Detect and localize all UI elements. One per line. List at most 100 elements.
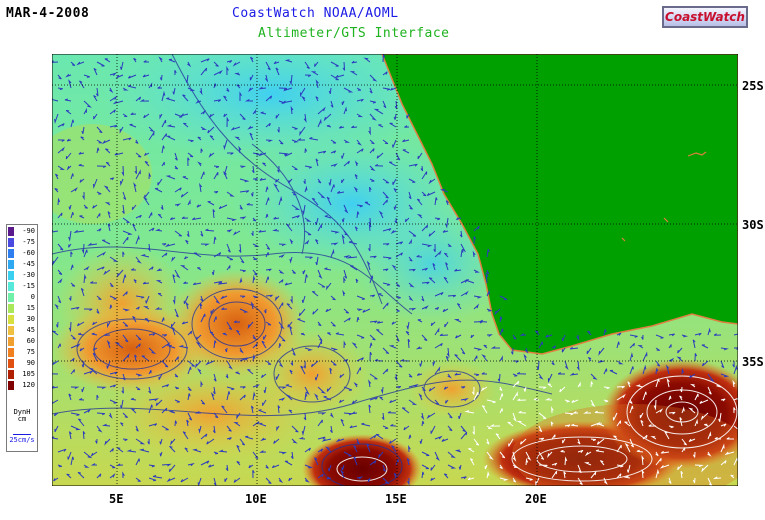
current-vector	[454, 372, 462, 376]
current-vector	[369, 139, 375, 145]
current-vector	[512, 381, 520, 388]
current-vector	[443, 386, 449, 390]
current-vector	[382, 54, 386, 63]
current-vector	[233, 320, 241, 323]
current-vector	[78, 418, 85, 427]
current-vector	[428, 178, 436, 185]
current-vector	[343, 386, 353, 391]
current-vector	[264, 308, 267, 314]
current-vector	[245, 435, 254, 440]
current-vector	[122, 204, 125, 214]
current-vector	[356, 308, 364, 312]
current-vector	[122, 87, 129, 91]
current-vector	[79, 178, 85, 183]
current-vector	[57, 123, 65, 128]
current-vector	[304, 148, 308, 154]
current-vector	[239, 308, 249, 313]
current-vector	[122, 251, 125, 258]
lon-label-20e: 20E	[525, 492, 547, 506]
current-vector	[52, 436, 59, 440]
current-vector	[304, 165, 312, 169]
current-vector	[134, 354, 137, 362]
current-vector	[720, 360, 725, 369]
current-vector	[629, 438, 635, 448]
current-vector	[187, 360, 195, 367]
current-vector	[732, 360, 735, 368]
current-vector	[315, 79, 319, 89]
current-vector	[343, 87, 354, 93]
current-vector	[273, 61, 280, 65]
current-vector	[590, 373, 598, 380]
current-vector	[101, 239, 111, 245]
current-vector	[129, 123, 137, 128]
current-vector	[247, 321, 254, 330]
current-vector	[289, 369, 293, 375]
current-vector	[395, 334, 400, 342]
current-vector	[181, 216, 189, 219]
current-vector	[590, 399, 596, 408]
current-vector	[315, 96, 319, 102]
current-vector	[135, 386, 141, 391]
current-vector	[378, 293, 384, 297]
current-vector	[324, 215, 332, 219]
current-vector	[408, 268, 416, 272]
current-vector	[328, 178, 332, 186]
current-vector	[109, 95, 118, 102]
current-vector	[486, 308, 493, 312]
current-vector	[96, 61, 105, 67]
current-vector	[213, 69, 223, 76]
current-vector	[96, 251, 107, 258]
current-vector	[161, 243, 167, 246]
current-vector	[520, 438, 527, 445]
current-vector	[265, 321, 272, 326]
current-vector	[298, 308, 306, 317]
current-vector	[456, 303, 462, 310]
current-vector	[368, 243, 371, 252]
current-vector	[87, 242, 98, 246]
current-vector	[701, 360, 709, 367]
current-vector	[133, 279, 137, 284]
current-vector	[57, 146, 65, 154]
current-vector	[109, 295, 117, 300]
current-vector	[442, 229, 449, 233]
current-vector	[379, 396, 384, 401]
current-vector	[122, 230, 133, 235]
current-vector	[325, 282, 332, 291]
current-vector	[57, 295, 62, 304]
current-vector	[369, 342, 373, 349]
current-vector	[168, 464, 176, 473]
current-vector	[616, 360, 624, 365]
current-vector	[378, 210, 384, 219]
current-vector	[694, 464, 704, 468]
current-vector	[109, 473, 116, 479]
current-vector	[96, 191, 102, 195]
current-vector	[252, 217, 257, 222]
current-vector	[168, 410, 176, 414]
current-vector	[718, 412, 722, 422]
current-vector	[122, 334, 129, 343]
current-vector	[694, 353, 698, 362]
current-vector	[80, 287, 85, 297]
current-vector	[304, 74, 312, 78]
current-vector	[393, 472, 397, 479]
current-vector	[497, 373, 501, 382]
current-vector	[460, 243, 467, 253]
current-vector	[393, 188, 397, 193]
current-vector	[301, 425, 306, 436]
current-vector	[404, 217, 410, 223]
current-vector	[538, 425, 543, 433]
current-vector	[161, 252, 168, 258]
current-vector	[226, 191, 235, 197]
current-vector	[395, 282, 401, 287]
current-vector	[70, 119, 75, 128]
current-vector	[239, 269, 246, 273]
current-vector	[421, 464, 430, 470]
current-vector	[273, 183, 280, 193]
current-vector	[290, 105, 294, 115]
current-vector	[252, 152, 260, 156]
current-vector	[595, 449, 605, 453]
current-vector	[428, 386, 436, 392]
current-vector	[226, 60, 233, 64]
current-vector	[165, 175, 176, 180]
current-vector	[174, 152, 178, 161]
